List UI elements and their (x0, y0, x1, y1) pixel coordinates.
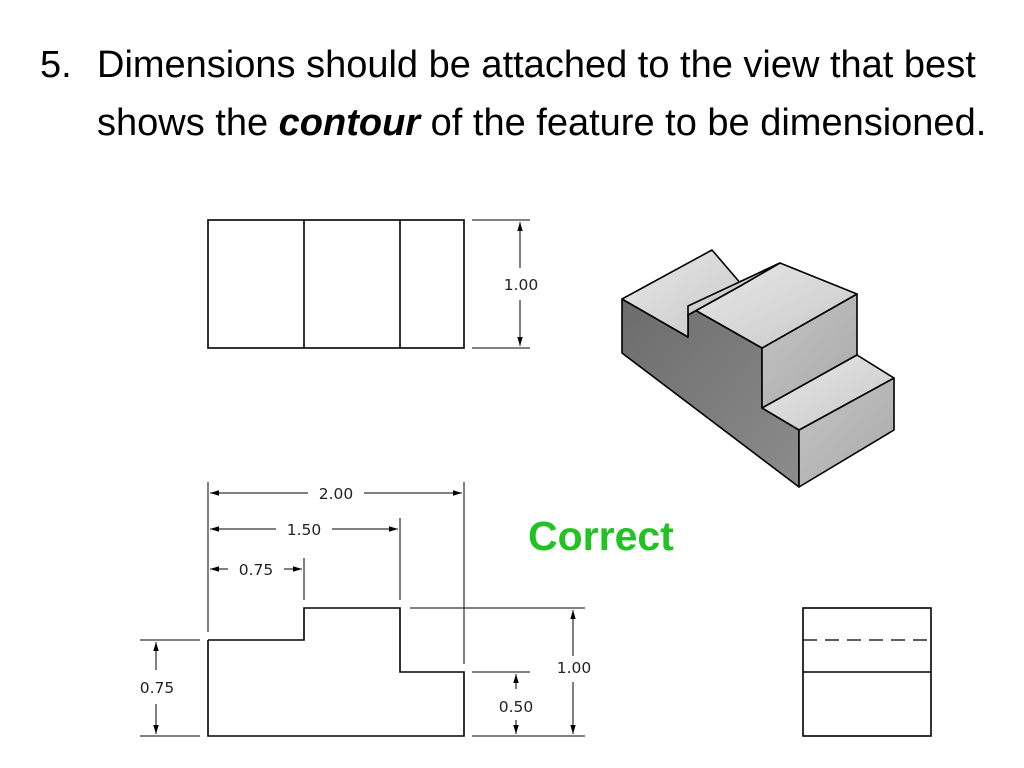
step-left-dimension: 0.75 (210, 561, 302, 579)
step-right-dimension: 1.50 (210, 521, 398, 539)
dimension-label: 2.00 (319, 485, 354, 503)
top-view-height-dimension: 1.00 (472, 219, 539, 349)
rule-text-after: of the feature to be dimensioned. (430, 102, 987, 144)
rule-emphasis: contour (278, 102, 421, 144)
right-height-dimension: 0.50 (499, 674, 534, 734)
side-view (802, 607, 932, 737)
isometric-view (621, 249, 895, 488)
rule-number: 5. (40, 44, 72, 86)
overall-width-dimension: 2.00 (210, 485, 462, 503)
top-view-outline (207, 219, 465, 349)
iso-step-wall (687, 262, 781, 316)
dimension-label: 0.75 (140, 679, 175, 697)
front-view-extension-lines (140, 482, 585, 737)
left-height-dimension: 0.75 (140, 642, 175, 734)
dimension-label: 1.00 (504, 276, 539, 294)
rule-text-before: Dimensions should be attached to the vie… (97, 44, 976, 144)
front-view (207, 607, 465, 737)
top-view (207, 219, 465, 349)
iso-lower-top-face (761, 354, 895, 431)
dimension-label: 0.75 (239, 561, 274, 579)
dimension-label: 1.50 (287, 521, 322, 539)
dimension-label: 1.00 (557, 659, 592, 677)
front-view-outline (207, 607, 465, 737)
dimension-label: 0.50 (499, 698, 534, 716)
overall-height-dimension: 1.00 (557, 610, 592, 734)
verdict-label: Correct (528, 513, 674, 559)
rule-text: Dimensions should be attached to the vie… (97, 36, 997, 152)
